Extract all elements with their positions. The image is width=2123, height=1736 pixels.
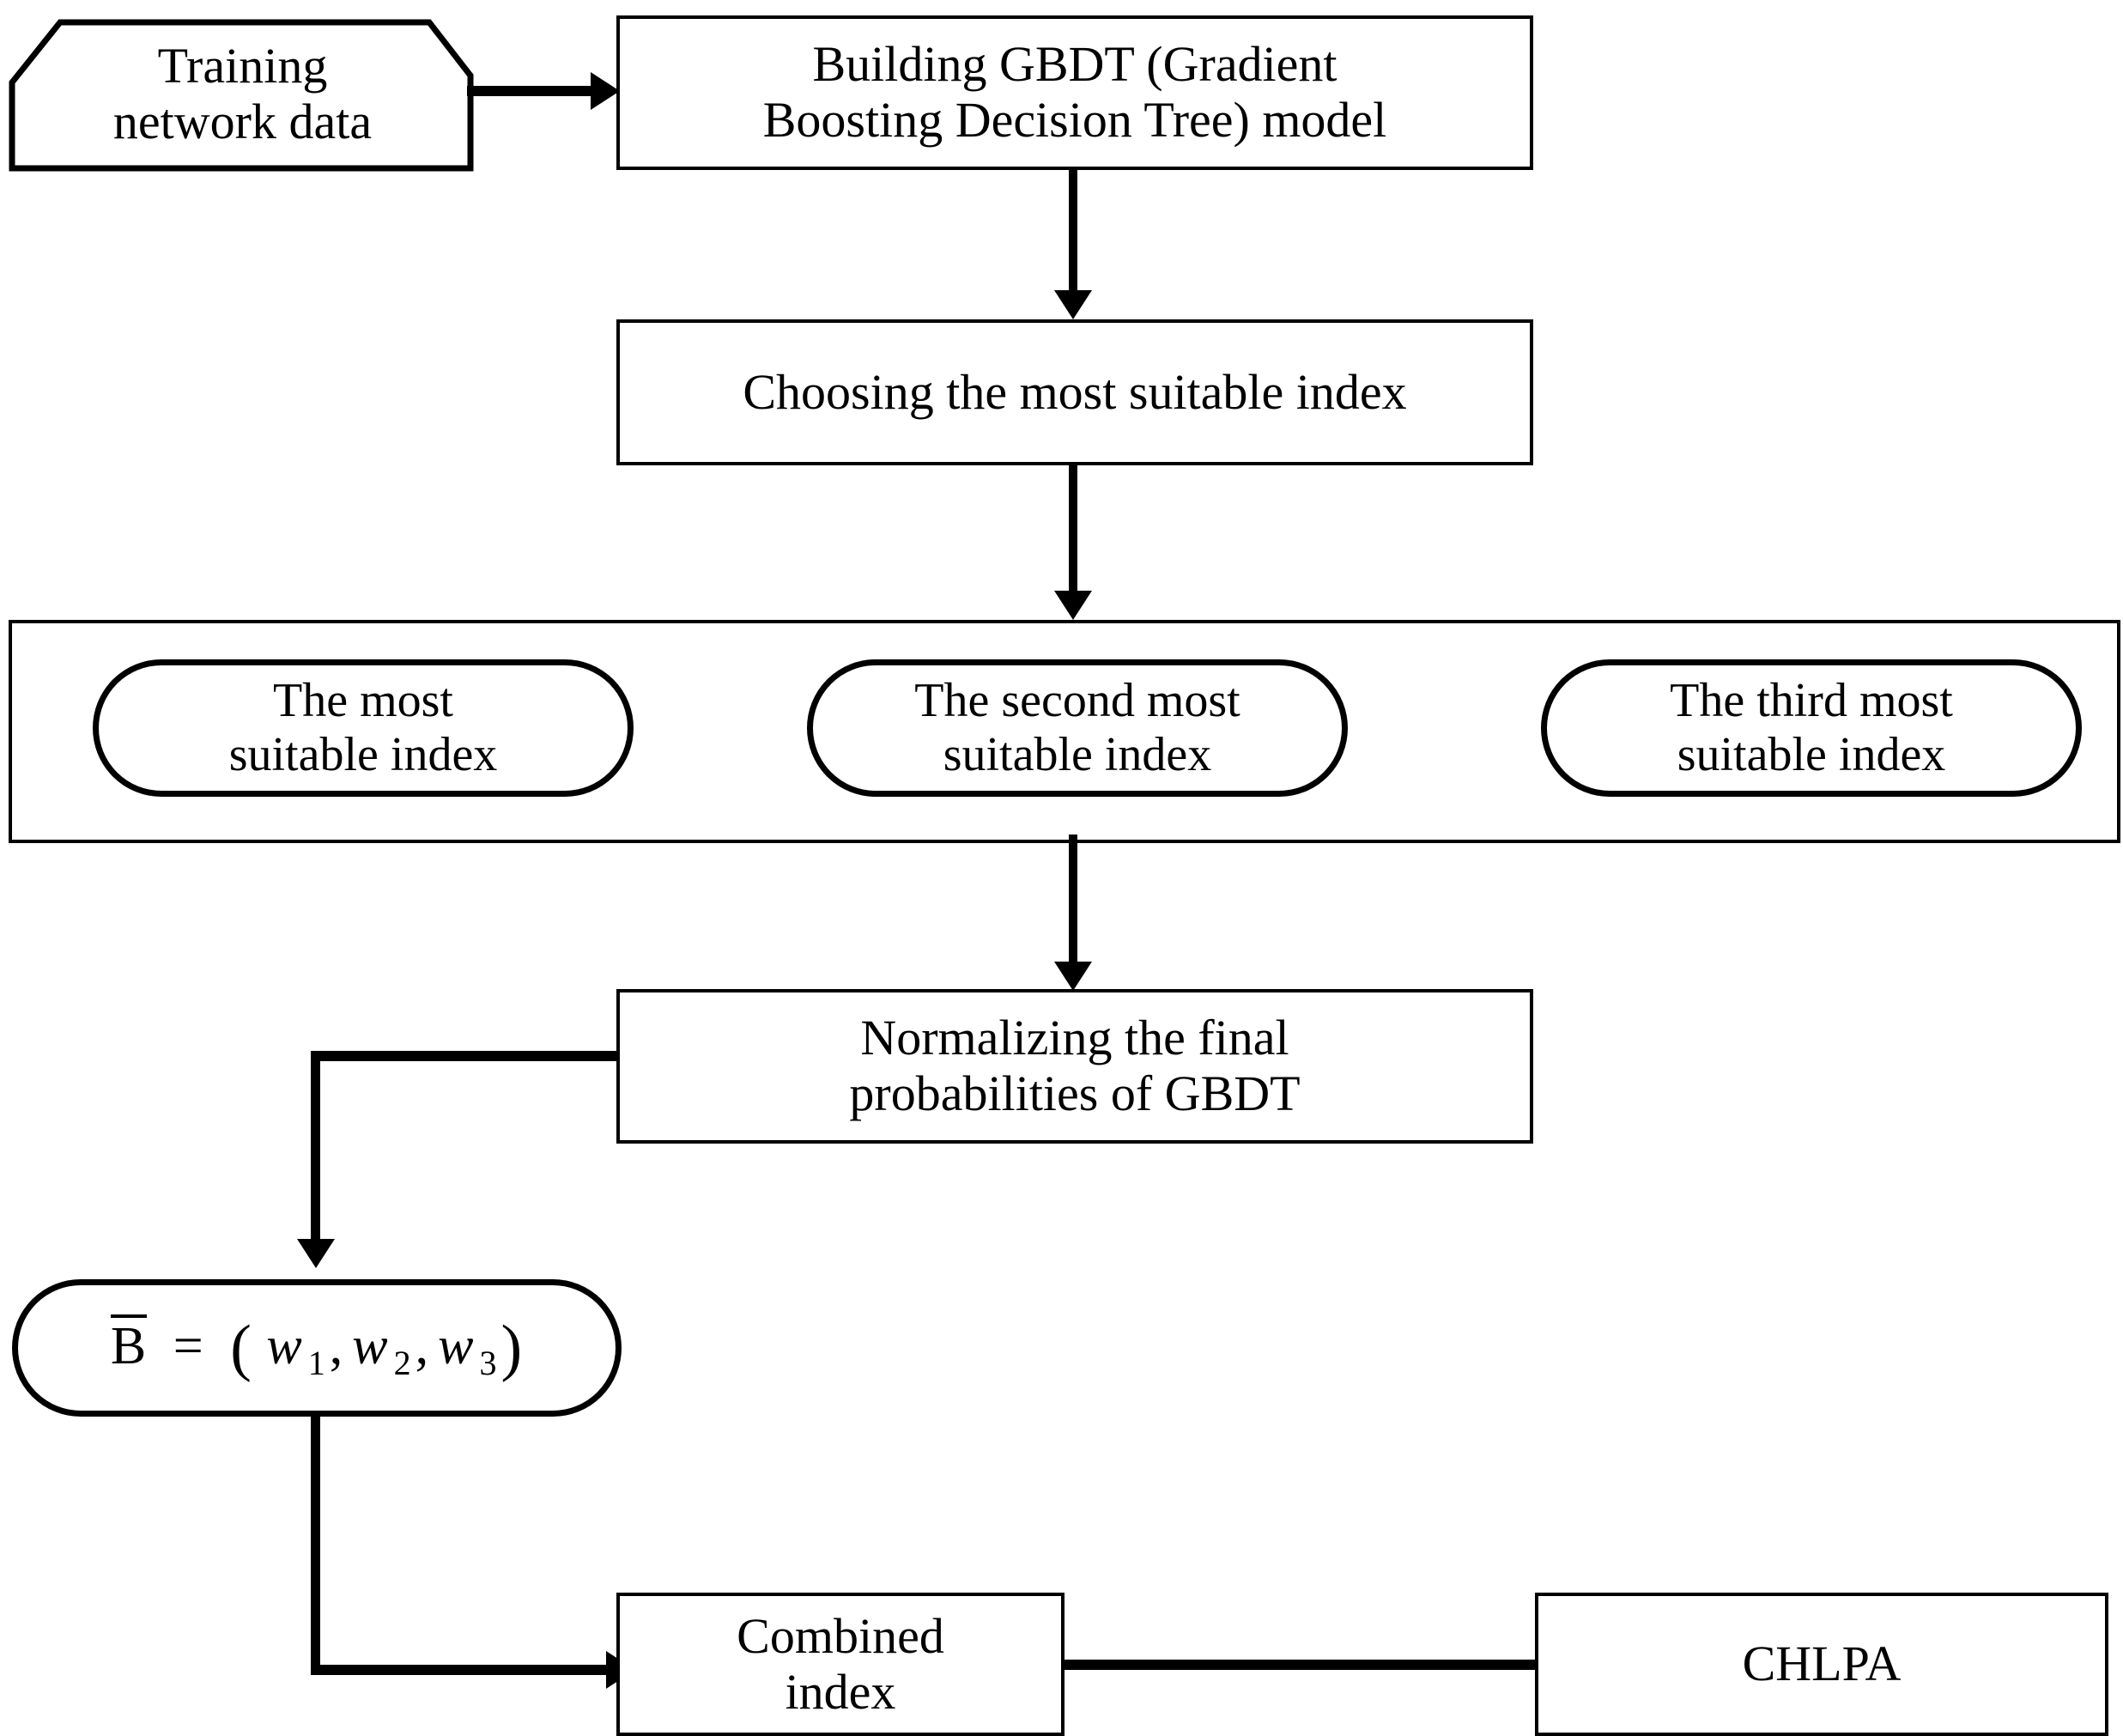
weight-vector-lhs: B bbox=[110, 1314, 148, 1373]
edge-group-to-normalize-line bbox=[1069, 835, 1077, 968]
edge-choose-to-group-line bbox=[1069, 464, 1077, 598]
weight-vector-var-2: w bbox=[352, 1316, 389, 1375]
node-normalize-probabilities[interactable]: Normalizing the final probabilities of G… bbox=[616, 989, 1533, 1144]
weight-vector-close-paren: ) bbox=[500, 1312, 524, 1383]
edge-combined-to-chlpa-line bbox=[1063, 1660, 1610, 1670]
node-index-third-most-suitable[interactable]: The third most suitable index bbox=[1541, 659, 2082, 797]
weight-vector-sub-2: 2 bbox=[393, 1343, 412, 1382]
edge-weights-to-combined-vline bbox=[311, 1412, 320, 1674]
edge-group-to-normalize-arrowhead bbox=[1054, 962, 1092, 991]
weight-vector-var-3: w bbox=[438, 1316, 475, 1375]
node-index-most-suitable[interactable]: The most suitable index bbox=[93, 659, 634, 797]
node-chlpa-label: CHLPA bbox=[1742, 1636, 1902, 1692]
edge-normalize-to-weights-hline bbox=[311, 1051, 620, 1061]
node-index-most-suitable-label: The most suitable index bbox=[228, 674, 498, 781]
weight-vector-var-1: w bbox=[266, 1316, 303, 1375]
node-chlpa[interactable]: CHLPA bbox=[1535, 1593, 2108, 1736]
weight-vector-comma-2: , bbox=[415, 1316, 430, 1375]
weight-vector-sub-3: 3 bbox=[479, 1343, 498, 1382]
node-normalize-probabilities-label: Normalizing the final probabilities of G… bbox=[849, 1010, 1301, 1121]
node-choose-index[interactable]: Choosing the most suitable index bbox=[616, 319, 1533, 465]
edge-training-to-gbdt-line bbox=[467, 86, 596, 96]
training-data-shape bbox=[9, 19, 474, 172]
node-choose-index-label: Choosing the most suitable index bbox=[743, 363, 1407, 420]
edge-gbdt-to-choose-line bbox=[1069, 168, 1077, 297]
node-index-second-most-suitable-label: The second most suitable index bbox=[914, 674, 1240, 781]
node-combined-index[interactable]: Combined index bbox=[616, 1593, 1065, 1736]
node-training-network-data[interactable]: Training network data bbox=[9, 17, 476, 172]
edge-gbdt-to-choose-arrowhead bbox=[1054, 290, 1092, 319]
edge-choose-to-group-arrowhead bbox=[1054, 591, 1092, 620]
edge-normalize-to-weights-arrowhead bbox=[297, 1239, 335, 1268]
weight-vector-equals: = bbox=[173, 1316, 204, 1375]
weight-vector-open-paren: ( bbox=[230, 1312, 252, 1383]
node-build-gbdt[interactable]: Building GBDT (Gradient Boosting Decisio… bbox=[616, 15, 1533, 170]
node-training-network-data-label: Training network data bbox=[112, 38, 373, 149]
node-index-second-most-suitable[interactable]: The second most suitable index bbox=[807, 659, 1348, 797]
edge-training-to-gbdt-arrowhead bbox=[591, 72, 620, 110]
node-index-third-most-suitable-label: The third most suitable index bbox=[1670, 674, 1953, 781]
node-index-group bbox=[9, 620, 2120, 843]
node-combined-index-label: Combined index bbox=[737, 1607, 944, 1720]
node-build-gbdt-label: Building GBDT (Gradient Boosting Decisio… bbox=[762, 36, 1387, 148]
edge-normalize-to-weights-vline bbox=[311, 1051, 320, 1245]
edge-weights-to-combined-hline bbox=[311, 1665, 611, 1675]
weight-vector-sub-1: 1 bbox=[307, 1343, 326, 1382]
weight-vector-comma-1: , bbox=[329, 1316, 344, 1375]
